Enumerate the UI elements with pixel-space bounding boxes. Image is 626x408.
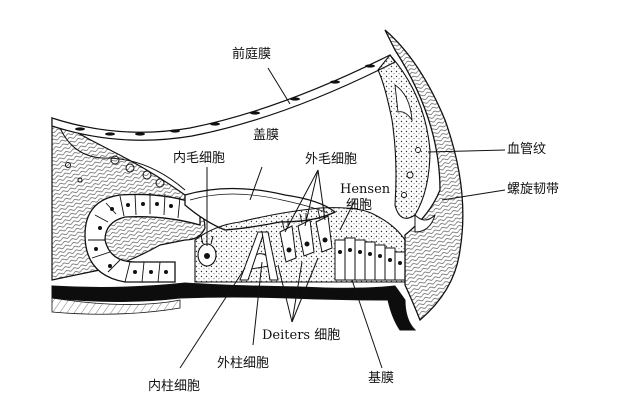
organ-of-corti-body — [194, 207, 406, 283]
inner-pillar-cell-label: 内柱细胞 — [148, 379, 201, 394]
vestibular-membrane-label: 前庭膜 — [232, 47, 272, 62]
hensen-cell-label-line2: 细胞 — [346, 198, 373, 213]
spiral-ligament-label: 螺旋韧带 — [507, 182, 560, 197]
deiters-cell-label: Deiters 细胞 — [262, 328, 341, 343]
vestibular-membrane-shape — [51, 54, 396, 141]
outer-hair-cell-label: 外毛细胞 — [305, 152, 358, 167]
inner-sulcus-cells — [84, 193, 201, 283]
hensen-cell-label-line1: Hensen — [340, 182, 391, 197]
basilar-membrane-shape — [51, 282, 417, 331]
spiral-ligament-shape — [384, 29, 464, 322]
leader-lines — [179, 67, 506, 369]
limbus-surface-cells — [59, 127, 186, 191]
outer-pillar-cell-label: 外柱细胞 — [217, 356, 270, 371]
basilar-membrane-label: 基膜 — [368, 371, 395, 386]
stria-vascularis-label: 血管纹 — [507, 142, 547, 157]
inner-hair-cell-label: 内毛细胞 — [173, 151, 226, 166]
stria-vascularis-shape — [377, 54, 436, 233]
tectorial-membrane-label: 盖膜 — [253, 128, 280, 143]
